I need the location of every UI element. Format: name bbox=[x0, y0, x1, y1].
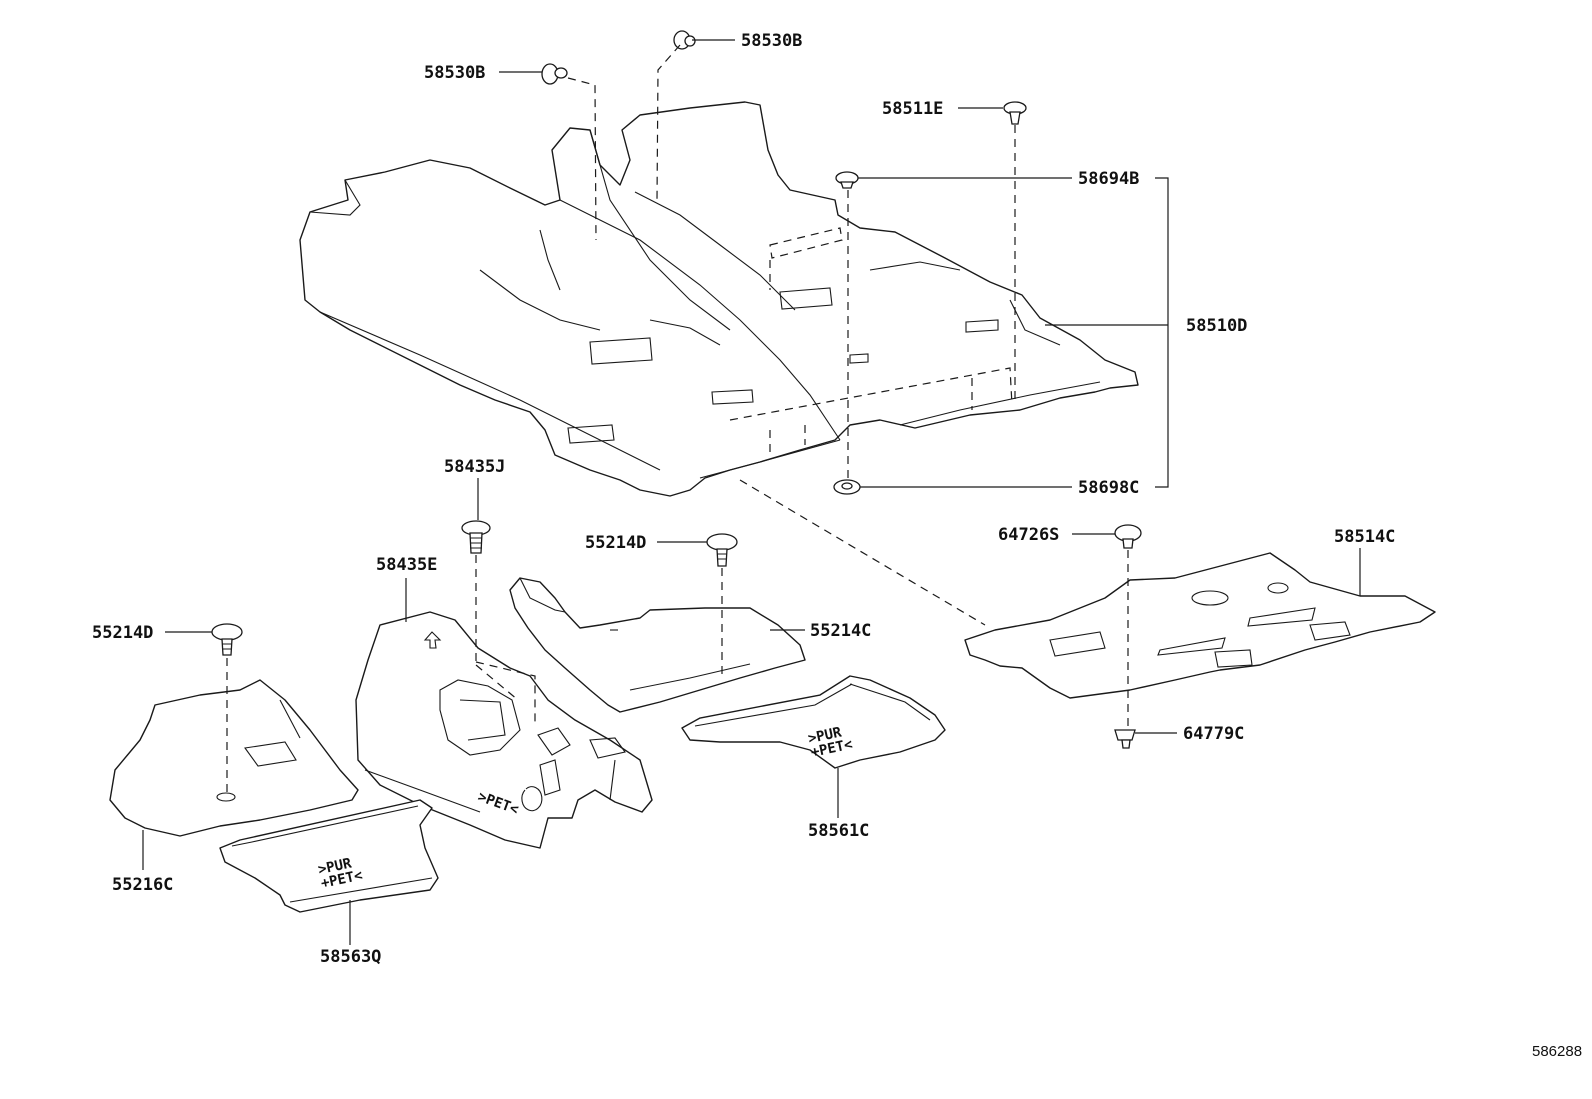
callout-55214D-left: 55214D bbox=[92, 623, 153, 643]
callout-58698C: 58698C bbox=[1078, 478, 1139, 498]
callout-58435J: 58435J bbox=[444, 457, 505, 477]
clip-58530B-left bbox=[541, 63, 568, 85]
callout-55214D-center: 55214D bbox=[585, 533, 646, 553]
leader-lines bbox=[142, 39, 1361, 945]
floor-mat-58563Q bbox=[219, 799, 439, 913]
callout-58563Q: 58563Q bbox=[320, 947, 381, 967]
callout-58530B-top: 58530B bbox=[741, 31, 802, 51]
clip-55214D-center bbox=[706, 533, 738, 567]
clip-58511E bbox=[1003, 101, 1027, 125]
silencer-55214C bbox=[509, 577, 806, 713]
callout-58694B: 58694B bbox=[1078, 169, 1139, 189]
callout-58530B-left: 58530B bbox=[424, 63, 485, 83]
clip-58698C bbox=[833, 479, 861, 495]
pad-58514C bbox=[964, 552, 1436, 699]
callout-55214C: 55214C bbox=[810, 621, 871, 641]
floor-mat-58561C bbox=[681, 675, 946, 769]
stamp-pur-text: >PUR bbox=[807, 724, 844, 747]
callout-58561C: 58561C bbox=[808, 821, 869, 841]
clip-58530B-top bbox=[673, 30, 696, 50]
clip-64779C bbox=[1114, 729, 1136, 749]
figure-number: 586288 bbox=[1532, 1043, 1582, 1060]
callout-58511E: 58511E bbox=[882, 99, 943, 119]
floor-carpet-58510D bbox=[299, 101, 1139, 497]
callout-55216C: 55216C bbox=[112, 875, 173, 895]
silencer-58435E bbox=[355, 611, 653, 849]
stamp-pur-text-2: >PUR bbox=[317, 855, 354, 878]
callout-64779C: 64779C bbox=[1183, 724, 1244, 744]
clip-58694B bbox=[835, 171, 859, 189]
silencer-55216C bbox=[109, 679, 359, 837]
stamp-pur-pet-mat-58563Q: >PUR +PET< bbox=[317, 855, 364, 891]
clip-58435J bbox=[461, 520, 491, 554]
callout-64726S: 64726S bbox=[998, 525, 1059, 545]
clip-55214D-left bbox=[211, 623, 243, 656]
callout-58435E: 58435E bbox=[376, 555, 437, 575]
callout-58510D: 58510D bbox=[1186, 316, 1247, 336]
clip-64726S bbox=[1114, 524, 1142, 549]
callout-58514C: 58514C bbox=[1334, 527, 1395, 547]
